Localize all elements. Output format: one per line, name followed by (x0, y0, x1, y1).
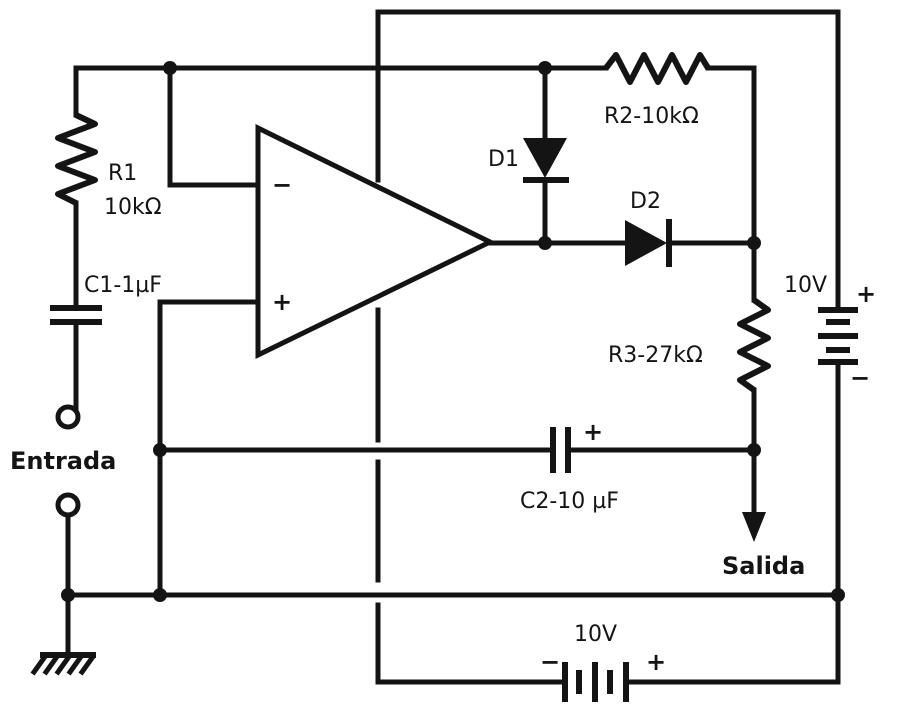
label-battery-right-plus: + (856, 280, 876, 308)
junction-dots (61, 61, 845, 602)
label-battery-right-minus: − (850, 364, 870, 392)
battery-bottom (562, 662, 635, 702)
label-r2: R2-10kΩ (604, 104, 699, 129)
label-r3: R3-27kΩ (608, 343, 703, 368)
ground-icon (30, 654, 96, 676)
label-r1-value: 10kΩ (104, 195, 162, 220)
ground-network (30, 592, 841, 676)
label-battery-right-voltage: 10V (784, 273, 827, 298)
opamp-inverting-sign: − (272, 171, 292, 199)
label-battery-bottom-voltage: 10V (574, 622, 617, 647)
output-network (157, 240, 771, 598)
feedback-network (487, 52, 757, 267)
op-amp: − + (255, 123, 496, 359)
resistor-r1 (55, 112, 98, 206)
label-d1: D1 (488, 147, 519, 172)
resistor-r2 (603, 52, 711, 85)
label-c1: C1-1µF (84, 273, 162, 298)
output-arrow (742, 512, 766, 542)
diode-d2 (625, 220, 667, 266)
label-input: Entrada (10, 447, 116, 475)
label-battery-bottom-minus: − (540, 648, 560, 676)
input-terminal-bottom[interactable] (55, 492, 81, 518)
input-network (50, 65, 548, 598)
label-c2: C2-10 µF (520, 489, 619, 514)
label-battery-bottom-plus: + (646, 648, 666, 676)
label-r1-name: R1 (108, 161, 137, 186)
label-d2: D2 (630, 189, 661, 214)
diode-d1 (523, 138, 567, 178)
label-output: Salida (722, 552, 805, 580)
label-c2-plus: + (583, 418, 603, 446)
resistor-r3 (737, 297, 771, 393)
supply-wires (375, 9, 841, 685)
input-terminal-top[interactable] (55, 404, 81, 430)
opamp-noninverting-sign: + (272, 288, 292, 316)
battery-right (818, 287, 858, 375)
